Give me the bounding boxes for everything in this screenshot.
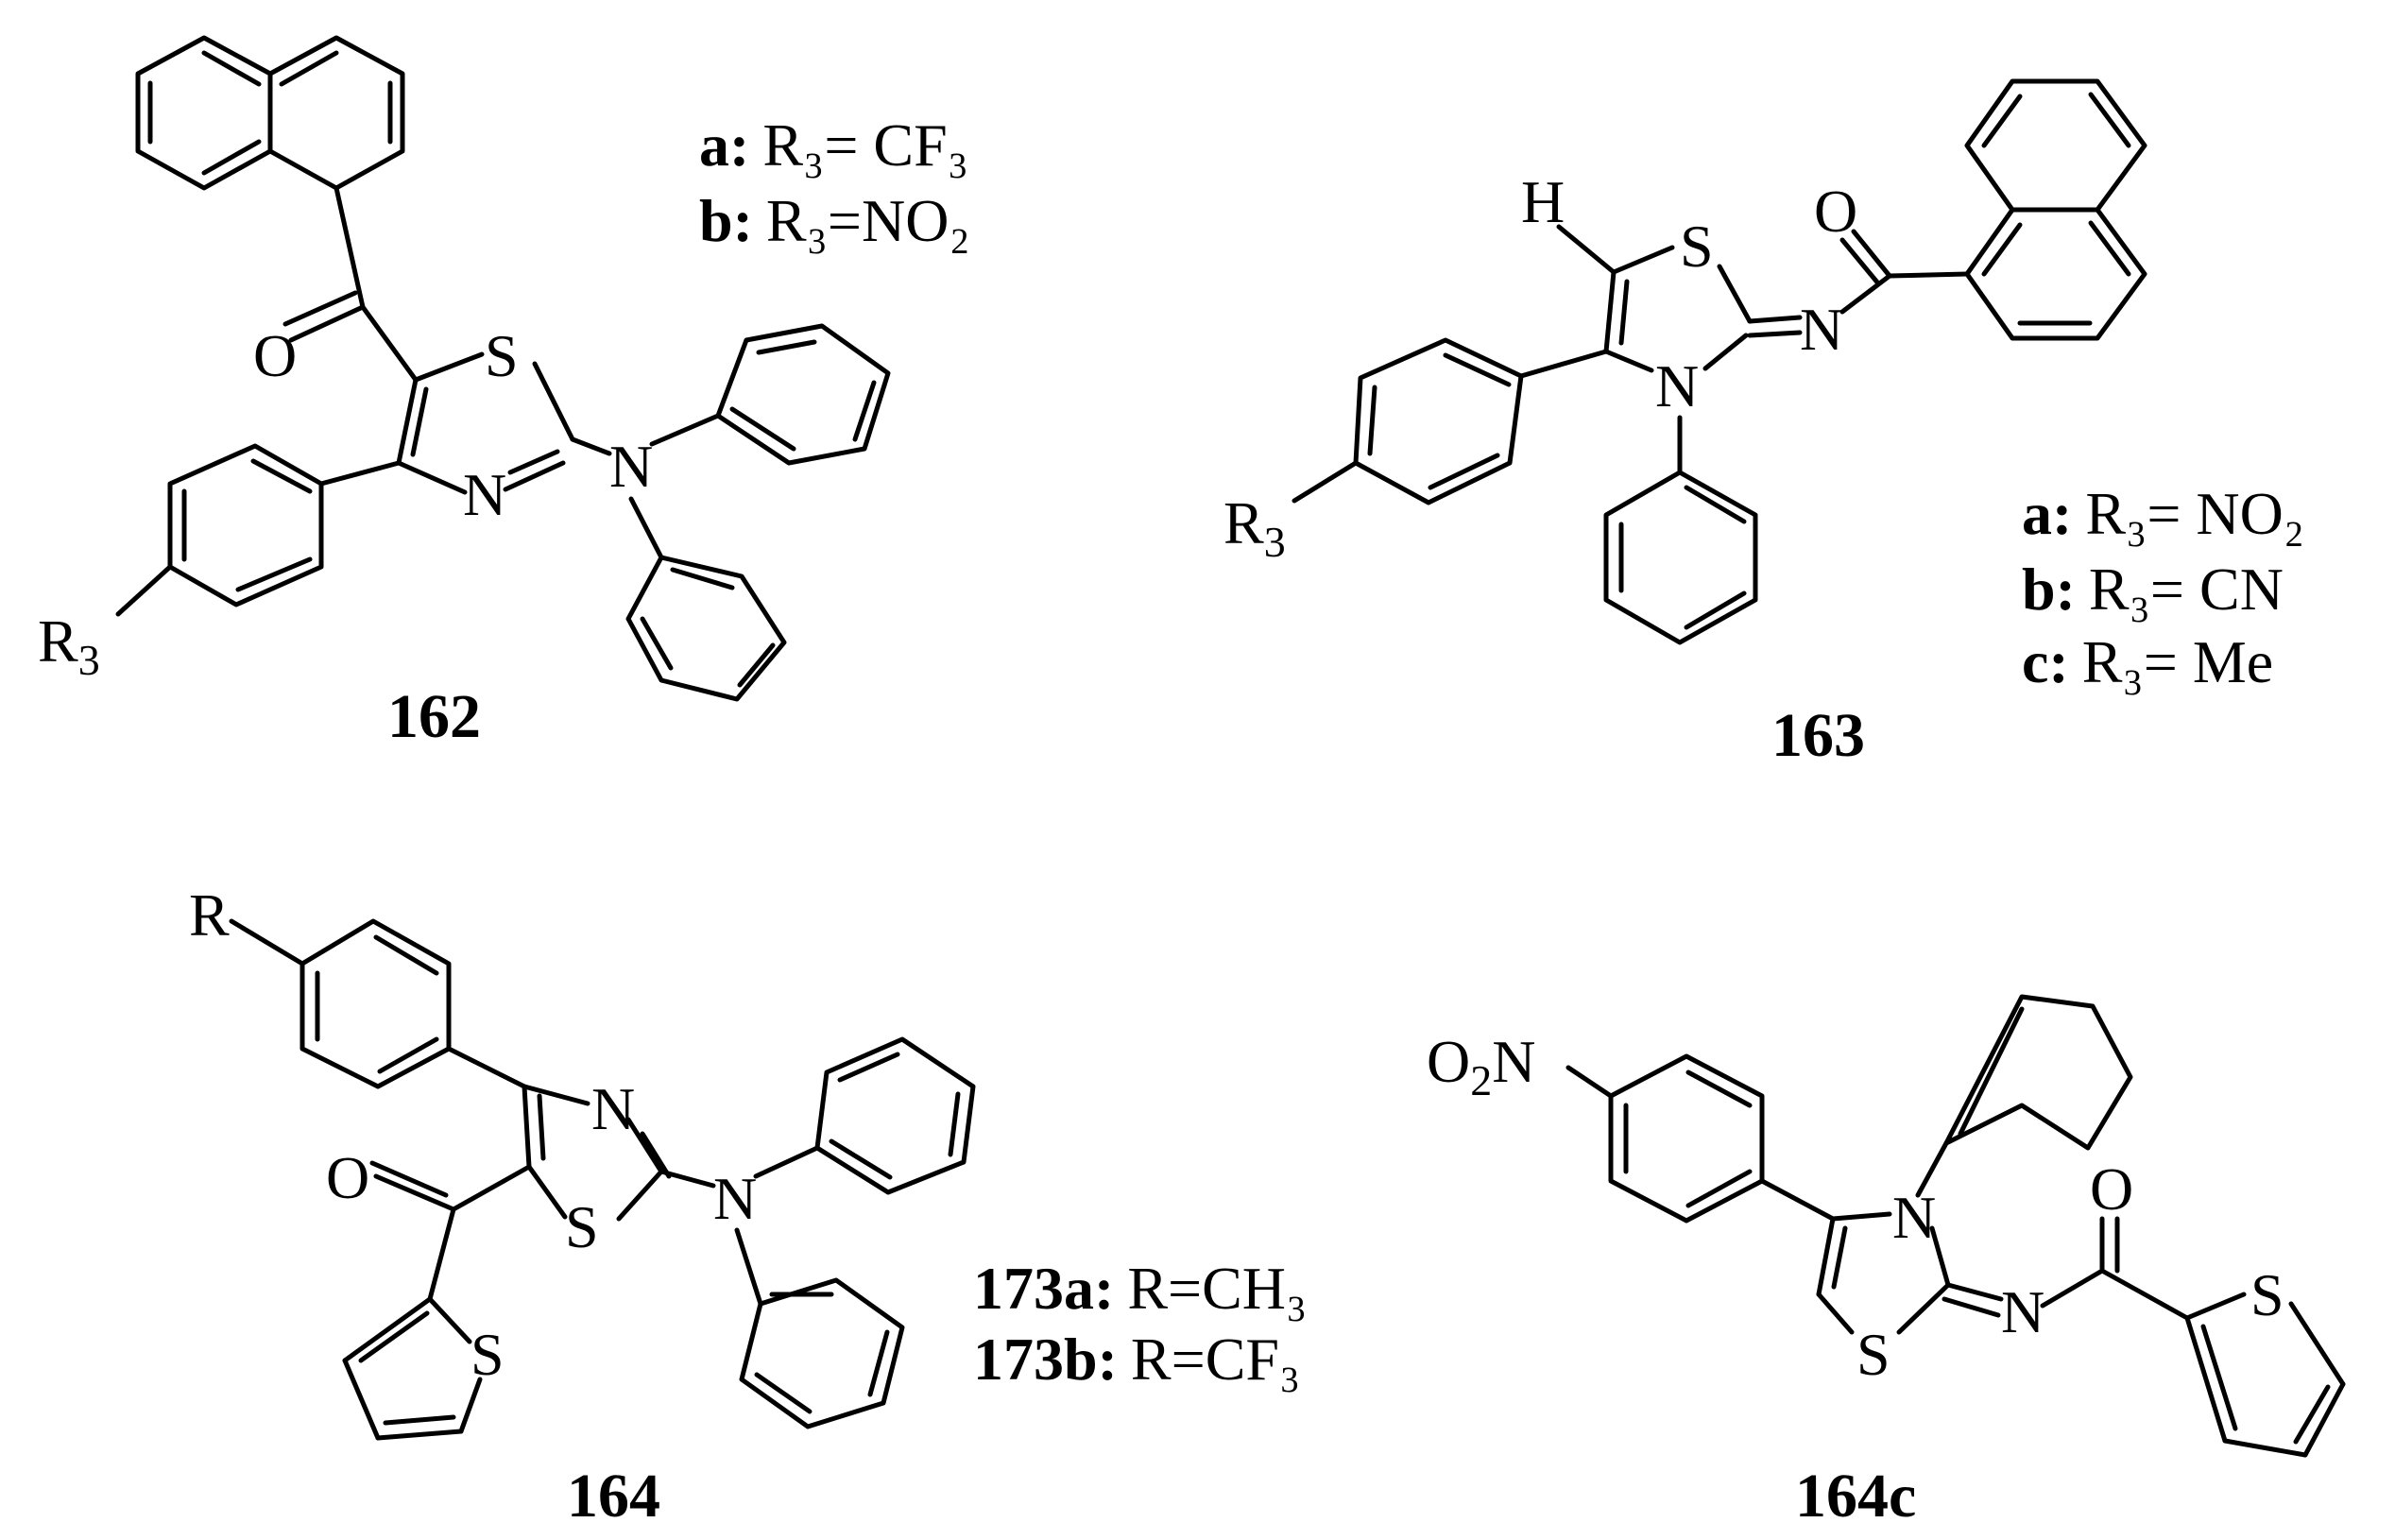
compound-163-variant-c: c:R₃= Me — [2022, 628, 2273, 695]
nitro-group: O2N — [1427, 1028, 1535, 1104]
aryl-ring — [1608, 1053, 1765, 1223]
n-phenyl-ring — [1603, 470, 1758, 645]
r3-substituent: R3 — [38, 607, 100, 684]
thiazoline-nitrogen: N — [1892, 1184, 1936, 1251]
phenyl-ring-lower — [625, 496, 787, 702]
aryl-ring — [167, 443, 324, 607]
thiophene-ring — [2184, 1292, 2346, 1458]
compound-162-variant-b: b:R₃=NO₂ — [699, 187, 970, 254]
thiazole-nitrogen: N — [463, 461, 506, 528]
carbonyl-oxygen: O — [326, 1144, 369, 1211]
r3-substituent: R3 — [1223, 489, 1286, 566]
compound-163-label: 163 — [1771, 701, 1865, 770]
carbonyl-oxygen: O — [2090, 1155, 2133, 1223]
thiazole-sulfur: S — [565, 1193, 599, 1260]
n-phenyl-ring — [1943, 994, 2133, 1151]
compound-163-structure: H S N N O — [1223, 78, 2147, 645]
amine-nitrogen: N — [713, 1165, 757, 1232]
compound-173b-variant: 173b:R=CF₃ — [973, 1326, 1300, 1393]
thiazoline-nitrogen: N — [1655, 352, 1699, 419]
amine-nitrogen: N — [609, 433, 653, 500]
compound-163-variant-b: b:R₃= CN — [2022, 556, 2284, 623]
aryl-ring — [299, 918, 452, 1089]
thiazoline-sulfur: S — [1680, 213, 1714, 280]
compound-164c-structure: O2N N S N O — [1427, 994, 2346, 1458]
naphthalene-ring — [135, 35, 405, 191]
ring-hydrogen: H — [1521, 168, 1565, 235]
phenyl-ring-upper — [753, 1036, 976, 1195]
r-substituent: R — [189, 881, 230, 949]
thiazoline-ring — [1603, 245, 1753, 373]
compound-163-variant-a: a:R₃= NO₂ — [2022, 480, 2304, 547]
thiazoline-ring — [1816, 1211, 1951, 1335]
carbonyl-oxygen: O — [1814, 178, 1857, 245]
compound-164-label: 164 — [567, 1462, 660, 1531]
phenyl-ring-upper — [649, 323, 891, 466]
imine-nitrogen: N — [1800, 296, 1843, 363]
thiazoline-sulfur: S — [1856, 1321, 1890, 1388]
thiazole-ring — [522, 1084, 672, 1222]
carbonyl-oxygen: O — [253, 322, 297, 389]
thiazole-nitrogen: N — [591, 1075, 635, 1142]
compound-162-label: 162 — [387, 682, 481, 751]
thiazole-sulfur: S — [485, 322, 519, 389]
aryl-ring — [1353, 337, 1524, 505]
compound-162-variant-a: a:R₃= CF₃ — [699, 111, 968, 179]
thiophene-sulfur: S — [470, 1321, 505, 1388]
compound-164-structure: R N S N — [189, 881, 976, 1441]
phenyl-ring-lower — [734, 1227, 905, 1429]
thiophene-ring — [342, 1296, 483, 1441]
compound-173a-variant: 173a:R=CH₃ — [973, 1255, 1307, 1322]
naphthalene-ring — [1964, 78, 2147, 341]
thiophene-sulfur: S — [2250, 1261, 2284, 1328]
compound-162-structure: O S N N — [38, 35, 891, 702]
imine-nitrogen: N — [2001, 1278, 2044, 1345]
thiazole-ring — [396, 351, 575, 495]
compound-164c-label: 164c — [1795, 1462, 1916, 1531]
